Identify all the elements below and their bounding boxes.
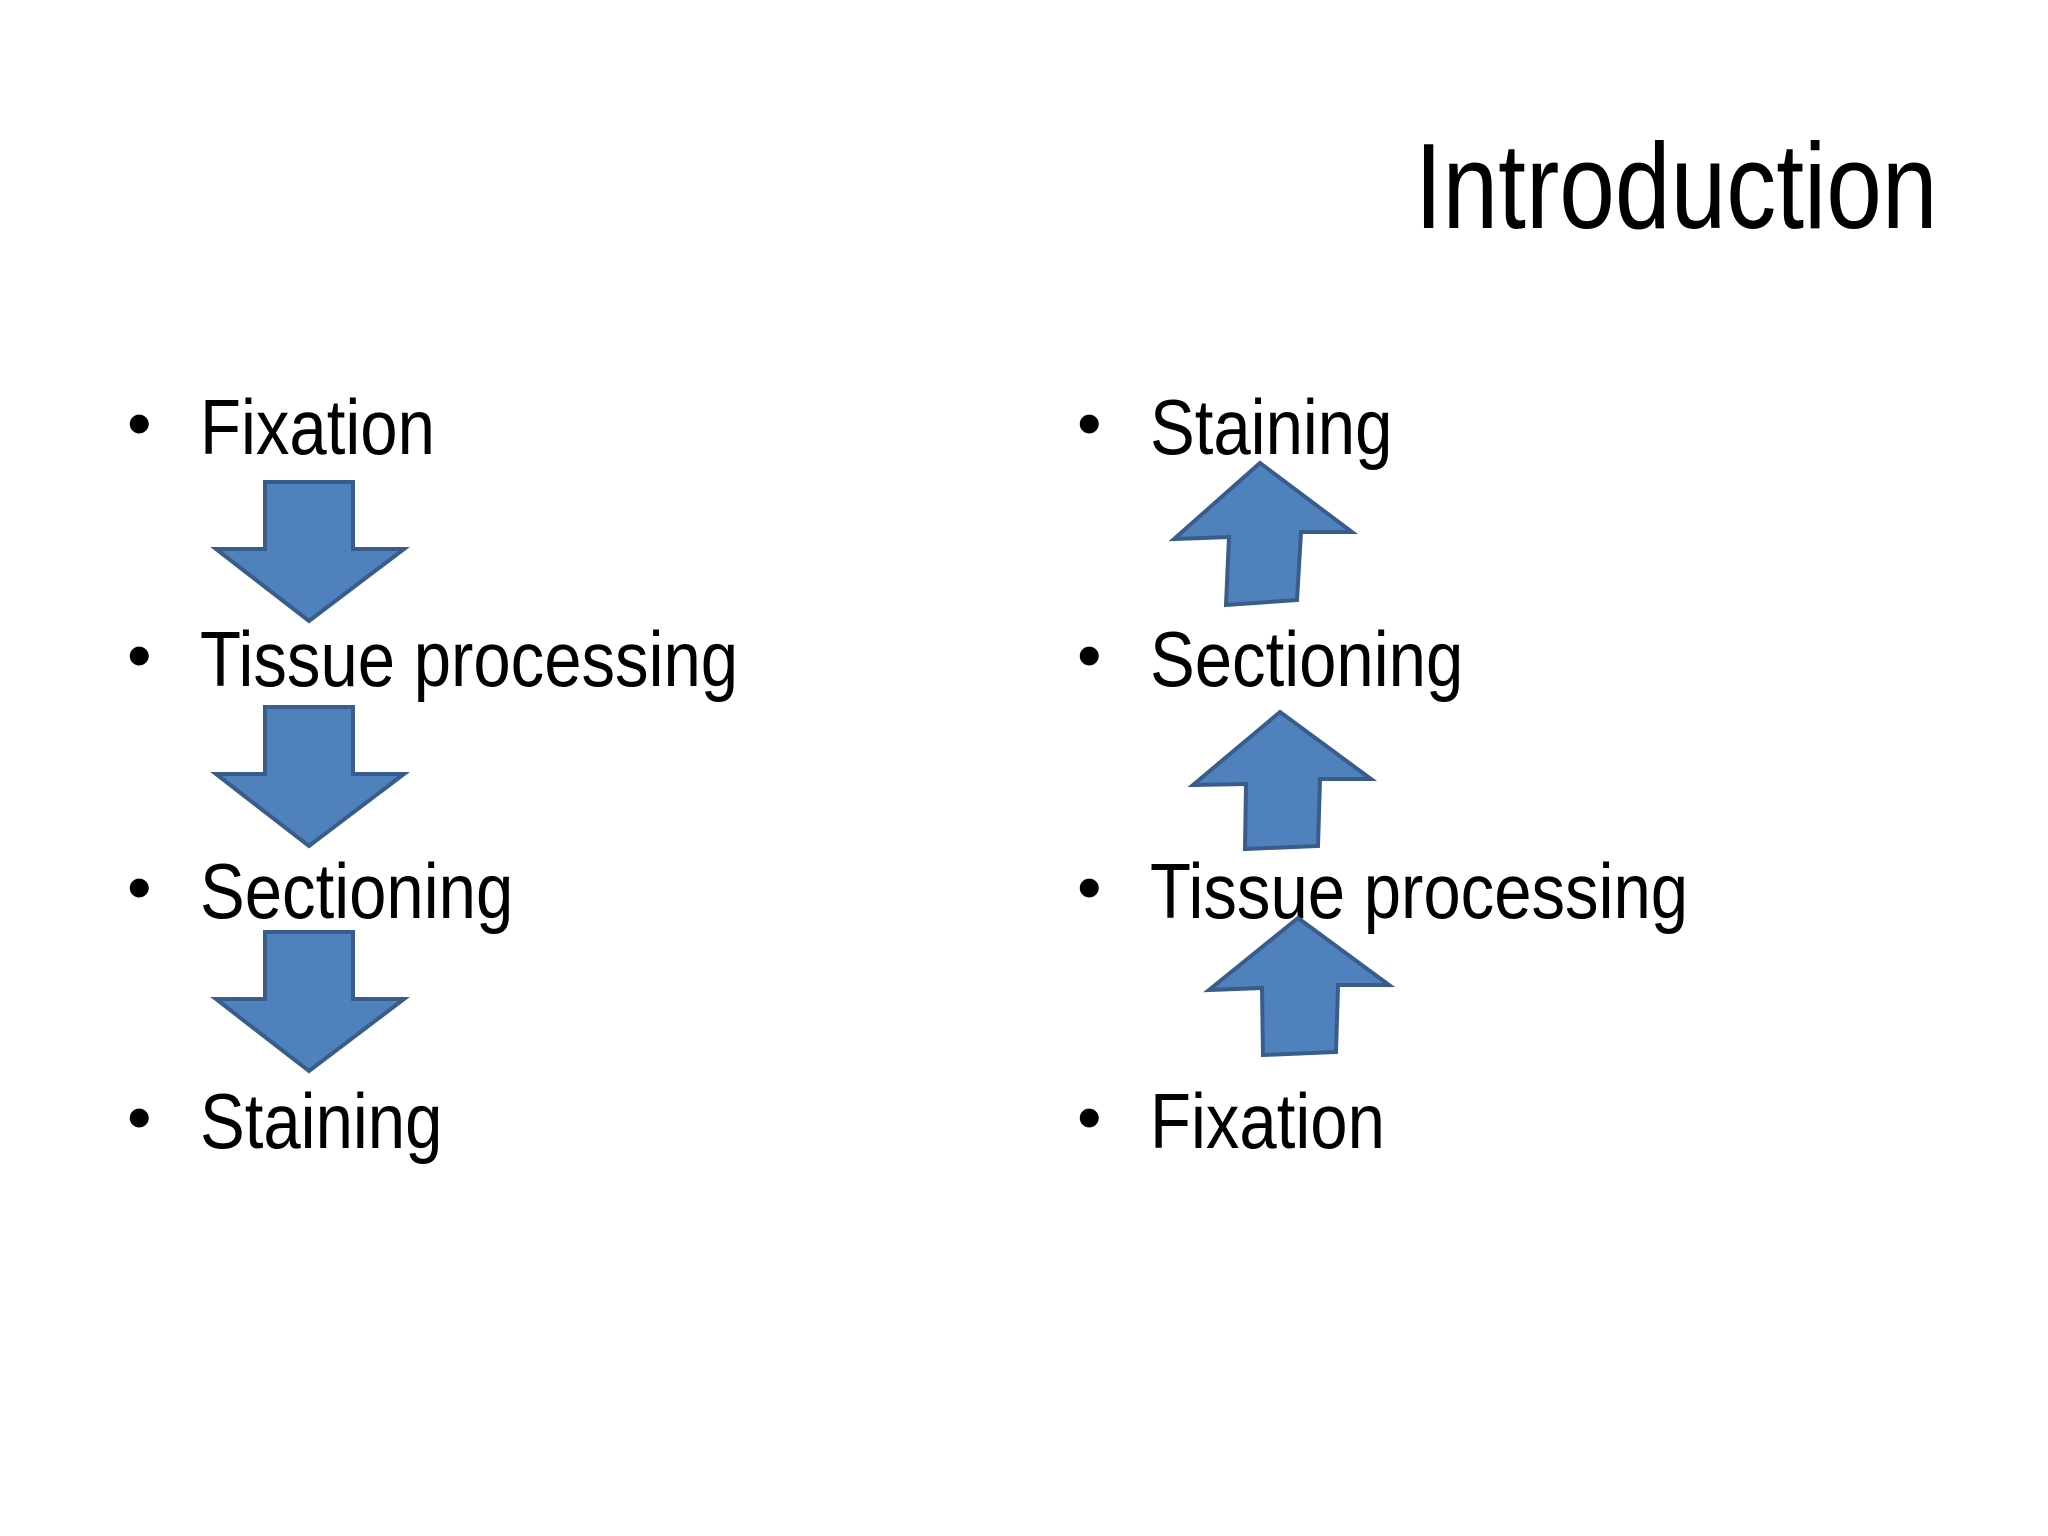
- arrow-up-icon: [1168, 460, 1358, 608]
- bullet: •: [1077, 616, 1102, 694]
- bullet: •: [1077, 384, 1102, 462]
- slide-title: Introduction: [1415, 118, 1938, 254]
- list-item-label: Staining: [200, 1077, 443, 1165]
- bullet: •: [127, 384, 152, 462]
- list-item-label: Fixation: [1150, 1077, 1385, 1165]
- bullet: •: [127, 1078, 152, 1156]
- list-item-label: Fixation: [200, 383, 435, 471]
- arrow-down-icon: [210, 930, 410, 1074]
- list-item-label: Tissue processing: [200, 615, 739, 703]
- list-item-label: Sectioning: [200, 847, 514, 935]
- arrow-down-icon: [210, 705, 410, 849]
- arrow-down-icon: [210, 480, 410, 624]
- list-item-label: Sectioning: [1150, 615, 1464, 703]
- list-item-label: Staining: [1150, 383, 1393, 471]
- arrow-up-icon: [1187, 709, 1378, 852]
- arrow-up-icon: [1203, 915, 1396, 1058]
- bullet: •: [1077, 848, 1102, 926]
- bullet: •: [127, 848, 152, 926]
- bullet: •: [1077, 1078, 1102, 1156]
- list-item-label: Tissue processing: [1150, 847, 1689, 935]
- bullet: •: [127, 616, 152, 694]
